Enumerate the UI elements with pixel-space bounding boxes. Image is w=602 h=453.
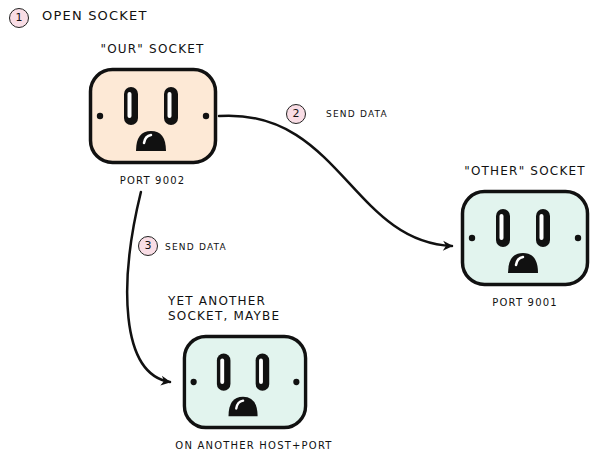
port-label: PORT 9002 (80, 173, 225, 188)
slot-highlight (220, 358, 224, 383)
screw-dot (469, 235, 475, 241)
socket-heading: "OUR" SOCKET (80, 42, 225, 57)
outlet-slot (164, 87, 178, 125)
send-connector (127, 192, 170, 382)
socket-node: "OUR" SOCKET PORT 9002 (80, 42, 225, 188)
port-label: PORT 9001 (452, 295, 598, 310)
outlet-plate (91, 70, 216, 163)
socket-heading: "OTHER" SOCKET (452, 164, 598, 179)
edge-label: SEND DATA (165, 241, 227, 253)
slot-highlight (540, 214, 544, 240)
socket-node: "OTHER" SOCKET PORT 9001 (452, 164, 598, 310)
outlet-slot (124, 87, 138, 125)
screw-dot (191, 379, 197, 385)
screw-dot (293, 379, 299, 385)
callout-number: 1 (9, 8, 29, 28)
ground-highlight (236, 401, 243, 409)
slot-highlight (128, 92, 132, 118)
screw-dot (575, 235, 581, 241)
socket-heading: YET ANOTHER SOCKET, MAYBE (168, 294, 318, 324)
outlet-plate (463, 192, 588, 285)
slot-highlight (259, 358, 263, 383)
slot-highlight (500, 214, 504, 240)
outlet-shape (88, 67, 218, 165)
slot-highlight (168, 92, 172, 118)
outlet-slot (536, 209, 550, 247)
outlet-slot (496, 209, 510, 247)
outlet-slot (256, 354, 270, 391)
edge-label: SEND DATA (326, 108, 388, 120)
ground-hole (508, 253, 538, 273)
ground-hole (136, 131, 166, 151)
ground-hole (229, 397, 258, 417)
callout-number: 2 (286, 104, 306, 124)
outlet-plate (184, 336, 305, 427)
socket-node: YET ANOTHER SOCKET, MAYBE ON ANOTHER HOST… (168, 294, 340, 453)
ground-highlight (516, 257, 523, 265)
port-label: ON ANOTHER HOST+PORT (168, 438, 340, 453)
outlet-shape (182, 334, 308, 430)
outlet-shape (460, 189, 590, 287)
screw-dot (97, 113, 103, 119)
step-label: OPEN SOCKET (42, 10, 148, 22)
outlet-slot (217, 354, 231, 391)
ground-highlight (144, 135, 151, 143)
send-connector (219, 116, 452, 246)
callout-number: 3 (138, 236, 158, 256)
screw-dot (203, 113, 209, 119)
